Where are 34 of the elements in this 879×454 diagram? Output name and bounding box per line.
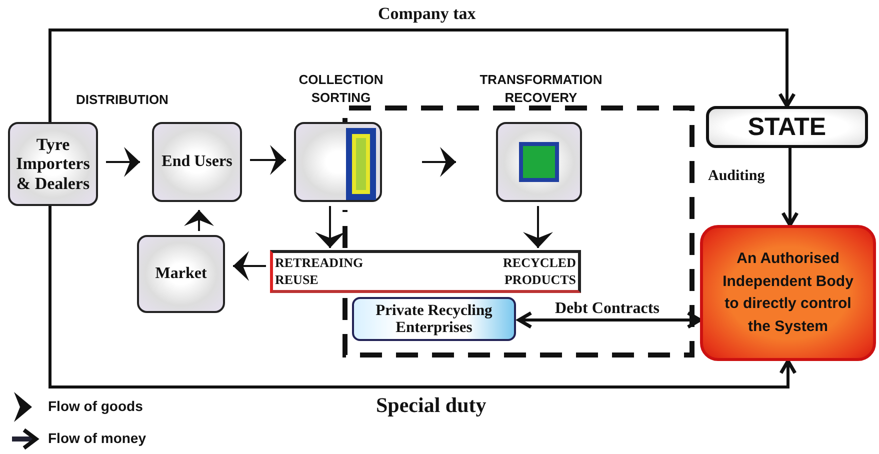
- legend-text: Flow of goods: [48, 398, 143, 414]
- node-text: Tyre Importers & Dealers: [15, 134, 91, 194]
- money-arrow: [517, 311, 702, 329]
- band-text: RETREADING REUSE: [275, 255, 364, 289]
- node-text: An Authorised Independent Body to directly control the System: [722, 249, 854, 336]
- goods-chevron: [422, 147, 456, 177]
- goods-chevron: [315, 206, 345, 248]
- stage-label: TRANSFORMATION RECOVERY: [478, 71, 604, 106]
- output-band: [270, 250, 581, 293]
- authority-box: [700, 225, 876, 361]
- enterprise-box: [352, 297, 516, 341]
- money-arrow: [48, 28, 796, 122]
- node-text: Market: [155, 265, 207, 283]
- actor-box: [8, 122, 98, 206]
- state-box: [706, 106, 868, 148]
- band-text: RECYCLED PRODUCTS: [502, 255, 576, 289]
- money-arrow: [48, 206, 797, 388]
- goods-chevron: [184, 210, 214, 231]
- stage-label: DISTRIBUTION: [76, 92, 168, 107]
- goods-chevron: [106, 147, 140, 177]
- edge-label: Auditing: [706, 168, 767, 185]
- legend-text: Flow of money: [48, 430, 146, 446]
- goods-chevron: [523, 206, 553, 248]
- node-text: STATE: [748, 112, 826, 142]
- process-box: [496, 122, 582, 202]
- money-arrow: [781, 148, 799, 227]
- goods-chevron: [250, 145, 286, 175]
- node-text: End Users: [162, 153, 232, 171]
- stage-label: COLLECTION SORTING: [298, 71, 384, 106]
- goods-chevron: [233, 251, 266, 281]
- process-box: [294, 122, 382, 202]
- actor-box: [152, 122, 242, 202]
- node-text: Private Recycling Enterprises: [374, 302, 494, 336]
- market-box: [137, 235, 225, 313]
